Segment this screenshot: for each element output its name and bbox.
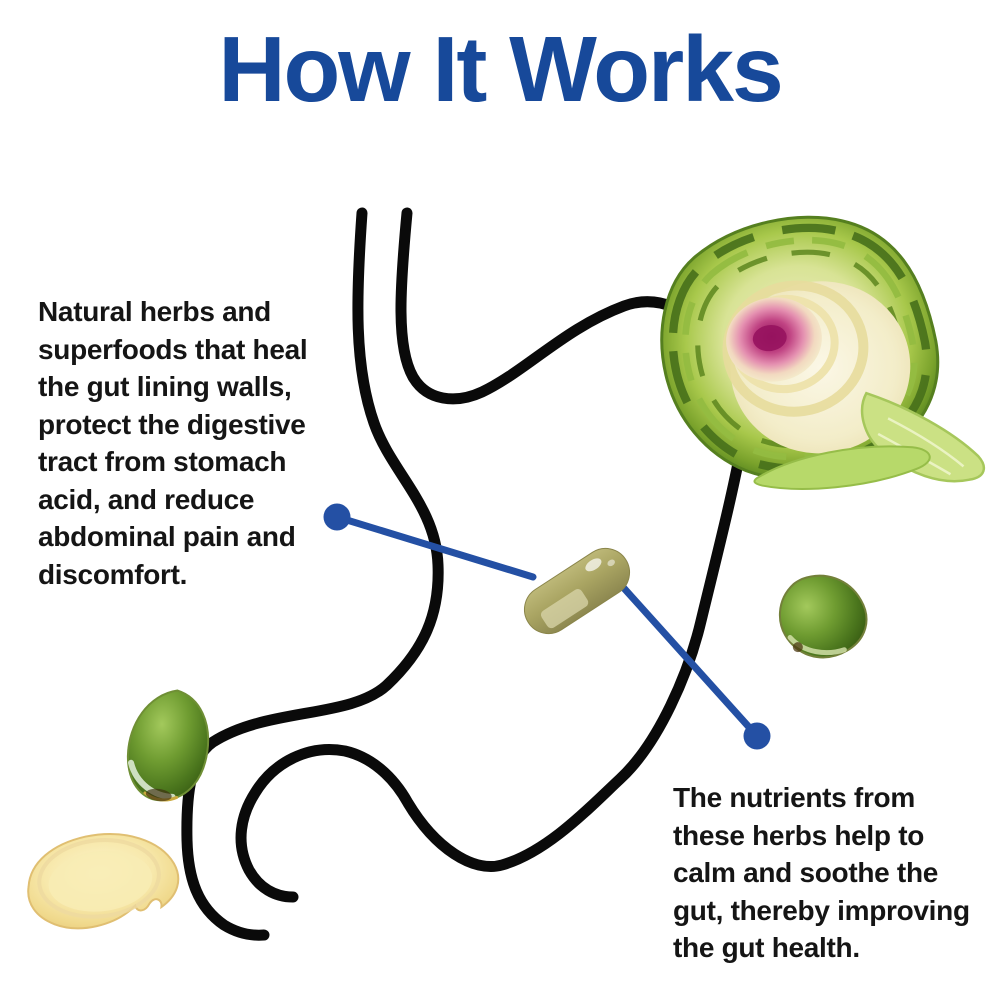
leader-right-dot xyxy=(743,722,771,750)
page-title: How It Works xyxy=(218,17,783,121)
leader-left xyxy=(323,503,537,581)
stomach-greater-curve-path xyxy=(235,207,749,903)
leader-right xyxy=(618,582,771,750)
artichoke-half-icon xyxy=(644,198,986,497)
seed-pod-left-icon xyxy=(126,689,210,802)
capsule-icon xyxy=(523,547,631,635)
ginger-slice-icon xyxy=(27,833,180,930)
stomach-lesser-curve-path xyxy=(181,207,444,941)
leader-right-line xyxy=(618,582,761,740)
leader-left-dot xyxy=(323,503,351,531)
leader-left-line xyxy=(333,513,537,581)
artichoke-leaf xyxy=(753,445,931,490)
seed-pod-right-icon xyxy=(778,574,868,659)
stomach-outline-icon xyxy=(181,207,749,941)
